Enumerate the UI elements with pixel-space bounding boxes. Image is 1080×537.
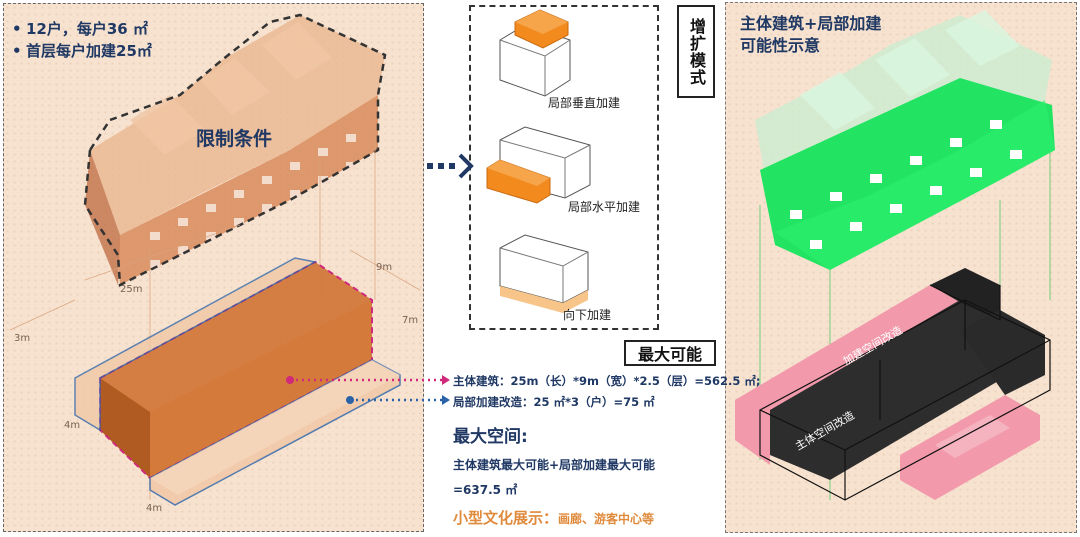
wireframe-outline (759, 284, 1051, 501)
dark-interior (770, 268, 1045, 480)
expansion-modes-title: 增扩模式 (677, 5, 715, 98)
dim-width: 9m (376, 262, 393, 273)
dim-length: 25m (120, 284, 143, 295)
max-space-desc: 主体建筑最大可能+局部加建最大可能 (453, 458, 656, 472)
extension-volumes (74, 257, 401, 506)
right-title-line1: 主体建筑+局部加建 (740, 14, 882, 33)
mode-vertical-label: 局部垂直加建 (548, 96, 621, 110)
bullet-2: •首层每户加建25㎡ (12, 42, 152, 60)
max-possible-title: 最大可能 (624, 340, 716, 366)
bullet-1: •12户，每户36 ㎡ (12, 20, 148, 38)
constraint-house (83, 13, 387, 287)
culture-desc: 画廊、游客中心等 (558, 512, 655, 526)
mode-vertical-graphic (499, 9, 571, 97)
right-title-line2: 可能性示意 (740, 36, 821, 55)
dim-ext-depth-a: 4m (64, 420, 81, 431)
culture-line: 小型文化展示：画廊、游客中心等 (453, 507, 654, 528)
green-house (755, 10, 1055, 270)
max-space-value: =637.5 ㎡ (453, 483, 518, 497)
local-addition-formula: 局部加建改造：25 ㎡*3（户）=75 ㎡ (453, 395, 655, 409)
constraint-label: 限制条件 (196, 128, 273, 150)
mode-downward-graphic (499, 234, 589, 313)
dim-ext-width: 7m (402, 315, 419, 326)
mode-horizontal-label: 局部水平加建 (568, 200, 641, 214)
max-space-title: 最大空间: (453, 427, 528, 447)
culture-title: 小型文化展示： (453, 509, 559, 527)
mode-horizontal-graphic (486, 126, 591, 204)
main-volume (99, 260, 373, 480)
main-building-formula: 主体建筑：25m（长）*9m（宽）*2.5（层）=562.5 ㎡; (453, 374, 761, 388)
dim-height: 3m (14, 333, 31, 344)
arrow-right-icon (427, 153, 474, 179)
dim-ext-depth-b: 4m (146, 503, 163, 514)
mode-downward-label: 向下加建 (563, 308, 612, 322)
